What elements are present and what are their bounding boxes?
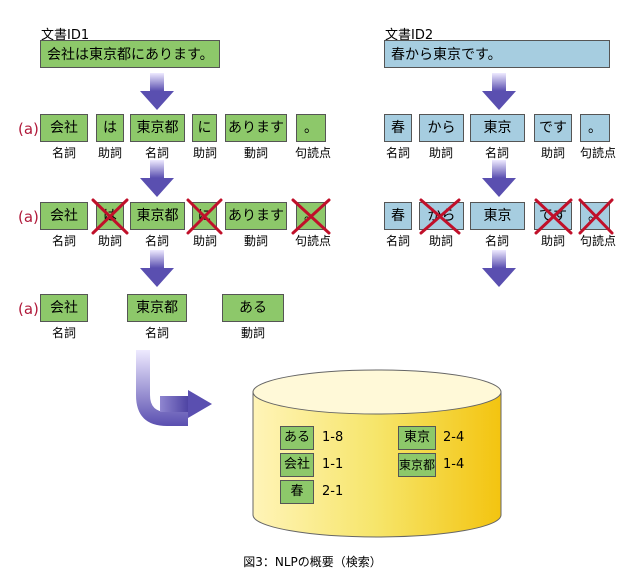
doc1-label: 文書ID1: [41, 28, 90, 43]
cross-mark-row2-doc2-3: [534, 198, 573, 235]
token-row1-doc1-0: 会社: [40, 114, 88, 142]
pos-row3-doc1-0: 名詞: [51, 326, 76, 340]
pos-row3-doc1-2: 動詞: [240, 326, 265, 340]
pos-row2-doc1-0: 名詞: [51, 234, 76, 248]
index-term-right-1: 東京都: [398, 453, 436, 477]
pos-row1-doc2-4: 句読点: [579, 146, 616, 160]
token-row3-doc1-2: ある: [222, 294, 284, 322]
pos-row2-doc2-4: 句読点: [579, 234, 616, 248]
index-value-left-2: 2-1: [322, 484, 344, 499]
token-row2-doc1-4: あります: [225, 202, 287, 230]
token-row1-doc2-2: 東京: [470, 114, 525, 142]
doc2-text-box: 春から東京です。: [384, 40, 610, 68]
pos-row1-doc1-5: 句読点: [294, 146, 331, 160]
pos-row1-doc1-2: 名詞: [144, 146, 169, 160]
token-row1-doc1-3: に: [192, 114, 217, 142]
doc1-text-box: 会社は東京都にあります。: [40, 40, 220, 68]
token-row1-doc2-4: 。: [580, 114, 610, 142]
pos-row2-doc1-2: 名詞: [144, 234, 169, 248]
index-term-right-0: 東京: [398, 426, 436, 450]
arrow-to-database: [136, 350, 212, 426]
pos-row1-doc1-4: 動詞: [243, 146, 268, 160]
marker-row1: (a): [18, 120, 39, 138]
index-term-left-1: 会社: [280, 453, 314, 477]
marker-row3: (a): [18, 300, 39, 318]
pos-row2-doc1-1: 助詞: [97, 234, 122, 248]
pos-row1-doc2-1: 助詞: [428, 146, 453, 160]
pos-row1-doc1-0: 名詞: [51, 146, 76, 160]
token-row1-doc1-1: は: [96, 114, 124, 142]
arrow-down-doc1-3: [140, 250, 174, 287]
index-value-left-1: 1-1: [322, 457, 344, 472]
pos-row2-doc1-4: 動詞: [243, 234, 268, 248]
pos-row3-doc1-1: 名詞: [144, 326, 169, 340]
token-row1-doc1-4: あります: [225, 114, 287, 142]
arrow-down-doc1-1: [140, 73, 174, 110]
cross-mark-row2-doc1-1: [91, 198, 129, 235]
pos-row1-doc2-0: 名詞: [385, 146, 410, 160]
index-term-left-2: 春: [280, 480, 314, 504]
pos-row1-doc2-3: 助詞: [540, 146, 565, 160]
pos-row2-doc1-5: 句読点: [294, 234, 331, 248]
arrow-down-doc2-3: [482, 250, 516, 287]
token-row2-doc1-0: 会社: [40, 202, 88, 230]
doc2-label: 文書ID2: [385, 28, 434, 43]
token-row2-doc2-0: 春: [384, 202, 412, 230]
pos-row2-doc2-3: 助詞: [540, 234, 565, 248]
token-row2-doc2-2: 東京: [470, 202, 525, 230]
arrow-down-doc2-1: [482, 73, 516, 110]
pos-row1-doc1-1: 助詞: [97, 146, 122, 160]
cross-mark-row2-doc2-1: [419, 198, 461, 235]
marker-row2: (a): [18, 208, 39, 226]
pos-row1-doc2-2: 名詞: [484, 146, 509, 160]
cross-mark-row2-doc1-3: [186, 198, 223, 235]
token-row3-doc1-0: 会社: [40, 294, 88, 322]
index-value-right-0: 2-4: [443, 430, 465, 445]
pos-row2-doc2-2: 名詞: [484, 234, 509, 248]
cross-mark-row2-doc1-5: [291, 198, 331, 235]
token-row1-doc2-1: から: [419, 114, 464, 142]
cross-mark-row2-doc2-4: [578, 198, 614, 235]
token-row1-doc1-5: 。: [296, 114, 326, 142]
pos-row2-doc2-0: 名詞: [385, 234, 410, 248]
arrow-down-doc2-2: [482, 160, 516, 197]
token-row1-doc1-2: 東京都: [130, 114, 185, 142]
index-value-right-1: 1-4: [443, 457, 465, 472]
token-row3-doc1-1: 東京都: [127, 294, 187, 322]
arrow-down-doc1-2: [140, 160, 174, 197]
index-term-left-0: ある: [280, 426, 314, 450]
index-value-left-0: 1-8: [322, 430, 344, 445]
pos-row1-doc1-3: 助詞: [192, 146, 217, 160]
pos-row2-doc1-3: 助詞: [192, 234, 217, 248]
token-row1-doc2-0: 春: [384, 114, 412, 142]
token-row1-doc2-3: です: [534, 114, 572, 142]
figure-caption: 図3：NLPの概要（検索）: [243, 555, 382, 569]
token-row2-doc1-2: 東京都: [130, 202, 185, 230]
pos-row2-doc2-1: 助詞: [428, 234, 453, 248]
